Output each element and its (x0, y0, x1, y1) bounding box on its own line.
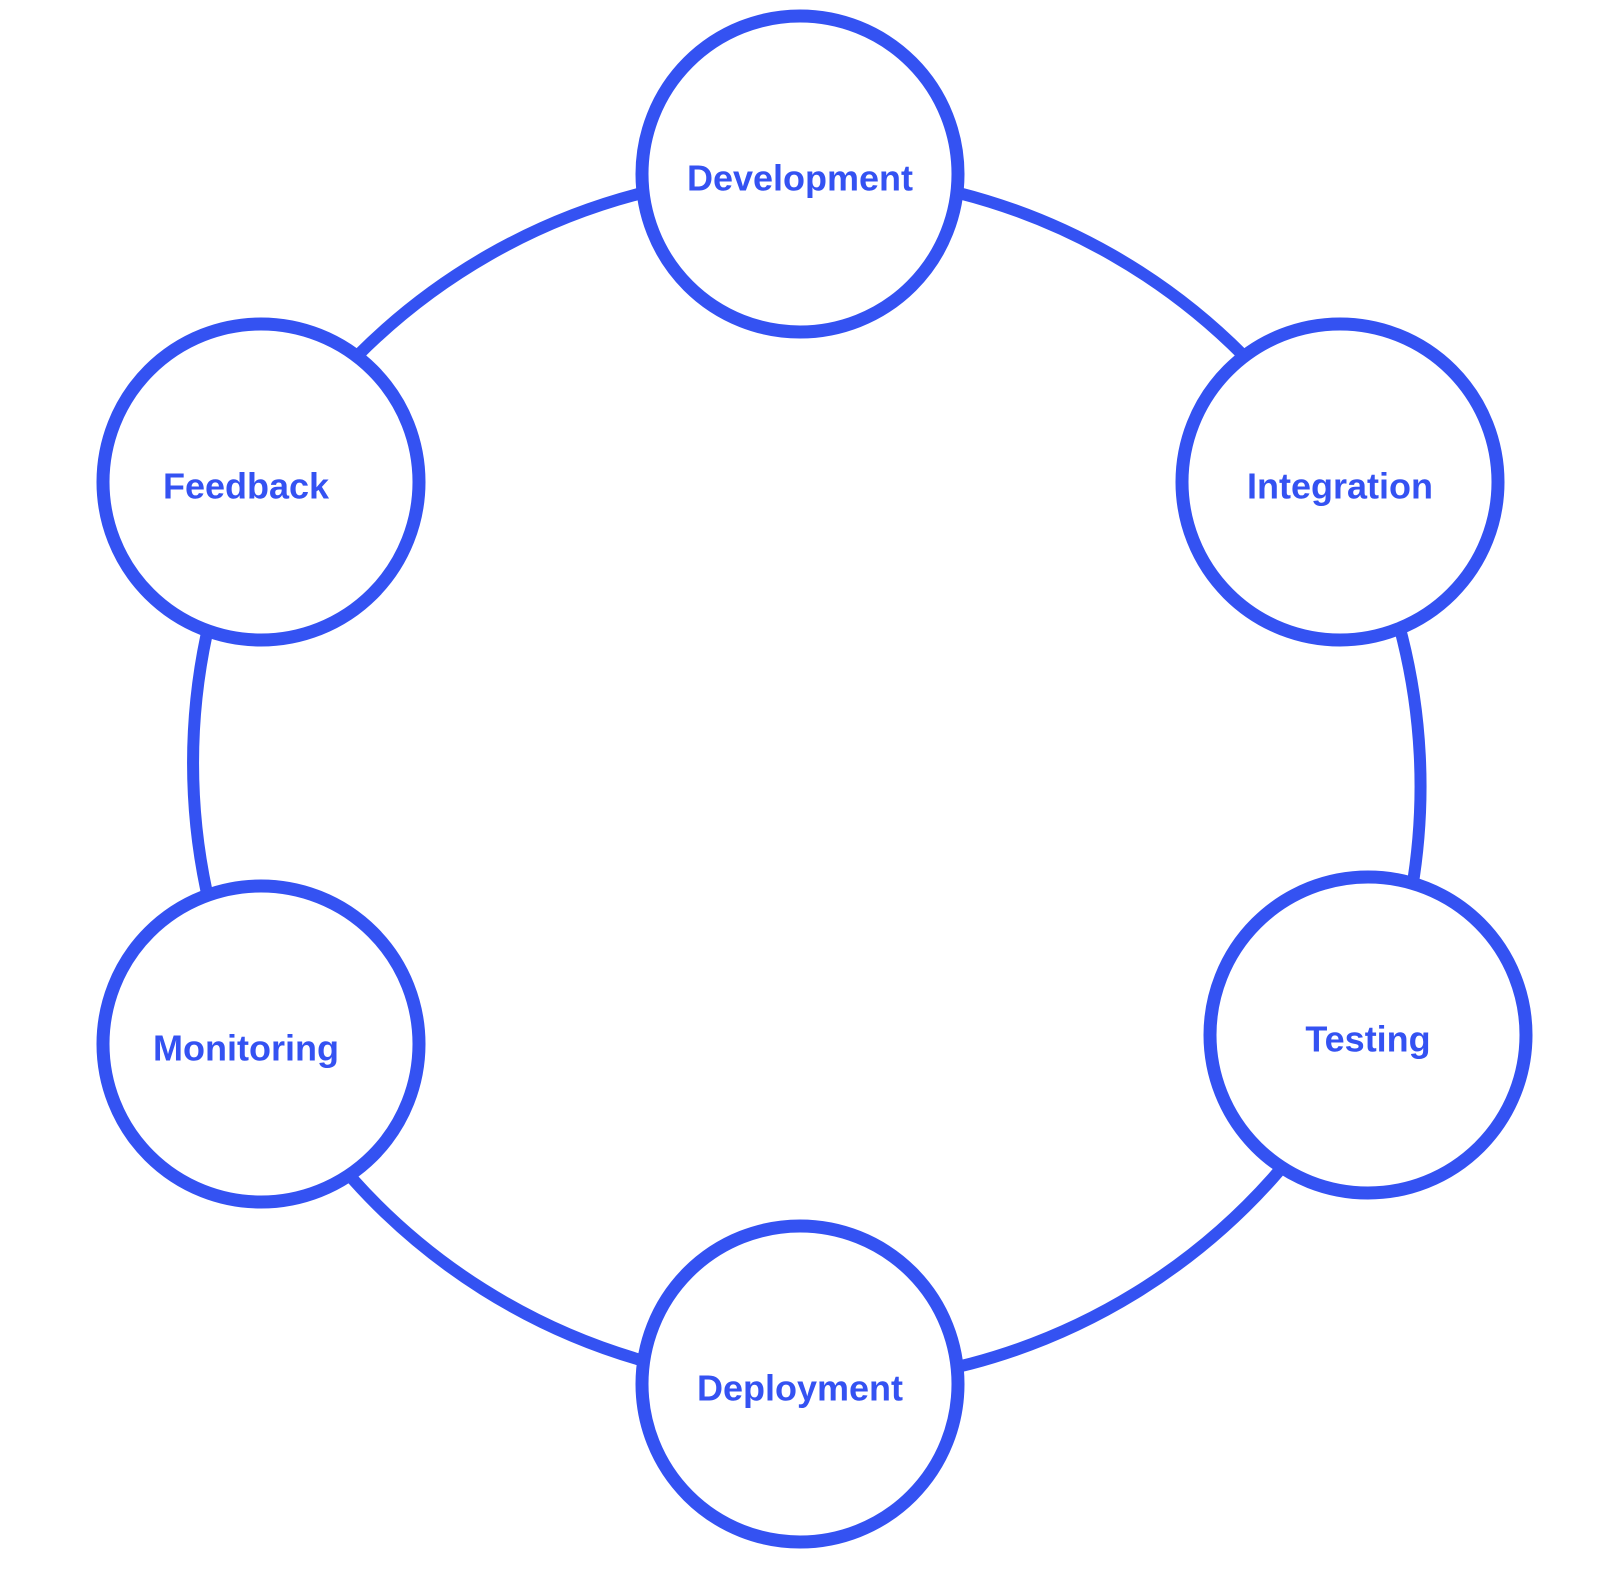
node-feedback: Feedback (96, 317, 426, 647)
node-feedback-label: Feedback (163, 466, 330, 507)
node-development: Development (635, 9, 965, 339)
node-development-label: Development (687, 158, 913, 199)
node-integration-label: Integration (1247, 466, 1433, 507)
node-testing: Testing (1203, 870, 1533, 1200)
node-development-circle (635, 9, 965, 339)
node-integration: Integration (1175, 317, 1505, 647)
node-testing-label: Testing (1305, 1019, 1430, 1060)
node-deployment: Deployment (635, 1219, 965, 1549)
node-deployment-label: Deployment (697, 1368, 903, 1409)
node-integration-circle (1175, 317, 1505, 647)
node-monitoring: Monitoring (96, 879, 426, 1209)
node-deployment-circle (635, 1219, 965, 1549)
node-testing-circle (1203, 870, 1533, 1200)
node-feedback-circle (96, 317, 426, 647)
node-monitoring-circle (96, 879, 426, 1209)
node-monitoring-label: Monitoring (153, 1028, 339, 1069)
